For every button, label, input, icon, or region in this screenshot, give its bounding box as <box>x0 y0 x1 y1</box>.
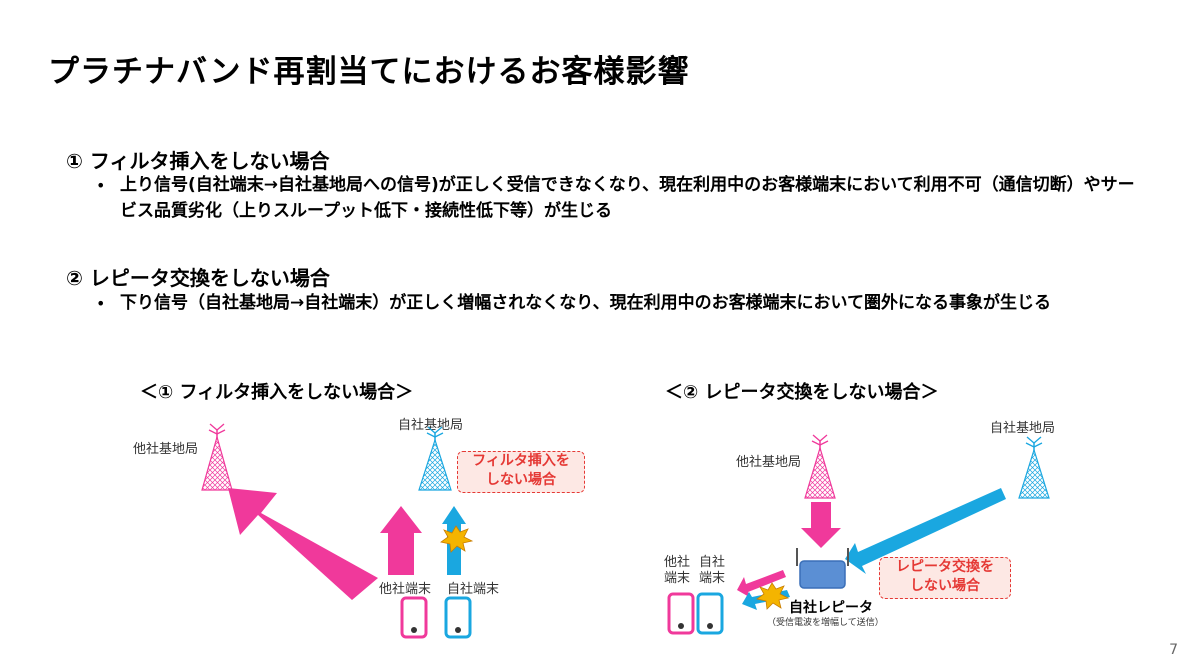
weak-signal-arrow <box>737 570 786 598</box>
tower-icon <box>1018 436 1050 499</box>
diagram-2-own-terminal-label: 自社 端末 <box>699 555 726 586</box>
downlink-arrow-own <box>845 488 1006 574</box>
phone-icon <box>444 596 472 639</box>
section-1-bullet: 上り信号(自社端末→自社基地局への信号)が正しく受信できなくなり、現在利用中のお… <box>120 175 1135 221</box>
diagram-1-other-station-label: 他社基地局 <box>133 442 199 457</box>
diagram-1-own-terminal-label: 自社端末 <box>447 582 500 597</box>
diagram-1-caption: ＜① フィルタ挿入をしない場合＞ <box>140 382 414 403</box>
tower-icon <box>418 426 452 491</box>
diagram-1-own-station-label: 自社基地局 <box>398 418 464 433</box>
repeater-sublabel: （受信電波を増幅して送信） <box>767 618 884 628</box>
repeater-label: 自社レピータ <box>789 600 873 616</box>
interference-burst-icon <box>440 525 474 553</box>
repeater-icon <box>796 548 849 589</box>
tower-icon <box>201 423 233 491</box>
interference-burst-icon <box>756 582 790 610</box>
diagram-2-own-station-label: 自社基地局 <box>990 421 1056 436</box>
diagram-1-other-terminal-label: 他社端末 <box>379 582 432 597</box>
section-1-heading: ① フィルタ挿入をしない場合 <box>66 149 330 173</box>
phone-icon <box>696 592 724 635</box>
section-2-bullet: 下り信号（自社基地局→自社端末）が正しく増幅されなくなり、現在利用中のお客様端末… <box>120 293 1052 313</box>
diagram-1-callout: フィルタ挿入を しない場合 <box>457 451 585 493</box>
page-title: プラチナバンド再割当てにおけるお客様影響 <box>48 54 690 90</box>
diagram-2-other-station-label: 他社基地局 <box>736 455 802 470</box>
section-2-heading: ② レピータ交換をしない場合 <box>66 266 330 290</box>
downlink-arrow-other <box>801 502 841 548</box>
interference-arrow <box>228 488 378 600</box>
tower-icon <box>804 434 836 499</box>
phone-icon <box>400 596 428 639</box>
uplink-arrow-other <box>380 506 422 575</box>
bullet-dot: • <box>96 294 106 313</box>
diagram-2-callout: レピータ交換を しない場合 <box>879 557 1011 599</box>
diagram-2-caption: ＜② レピータ交換をしない場合＞ <box>665 382 939 403</box>
page-number: 7 <box>1169 642 1178 658</box>
phone-icon <box>667 592 695 635</box>
diagram-2-other-terminal-label: 他社 端末 <box>664 555 691 586</box>
bullet-dot: • <box>96 176 106 195</box>
